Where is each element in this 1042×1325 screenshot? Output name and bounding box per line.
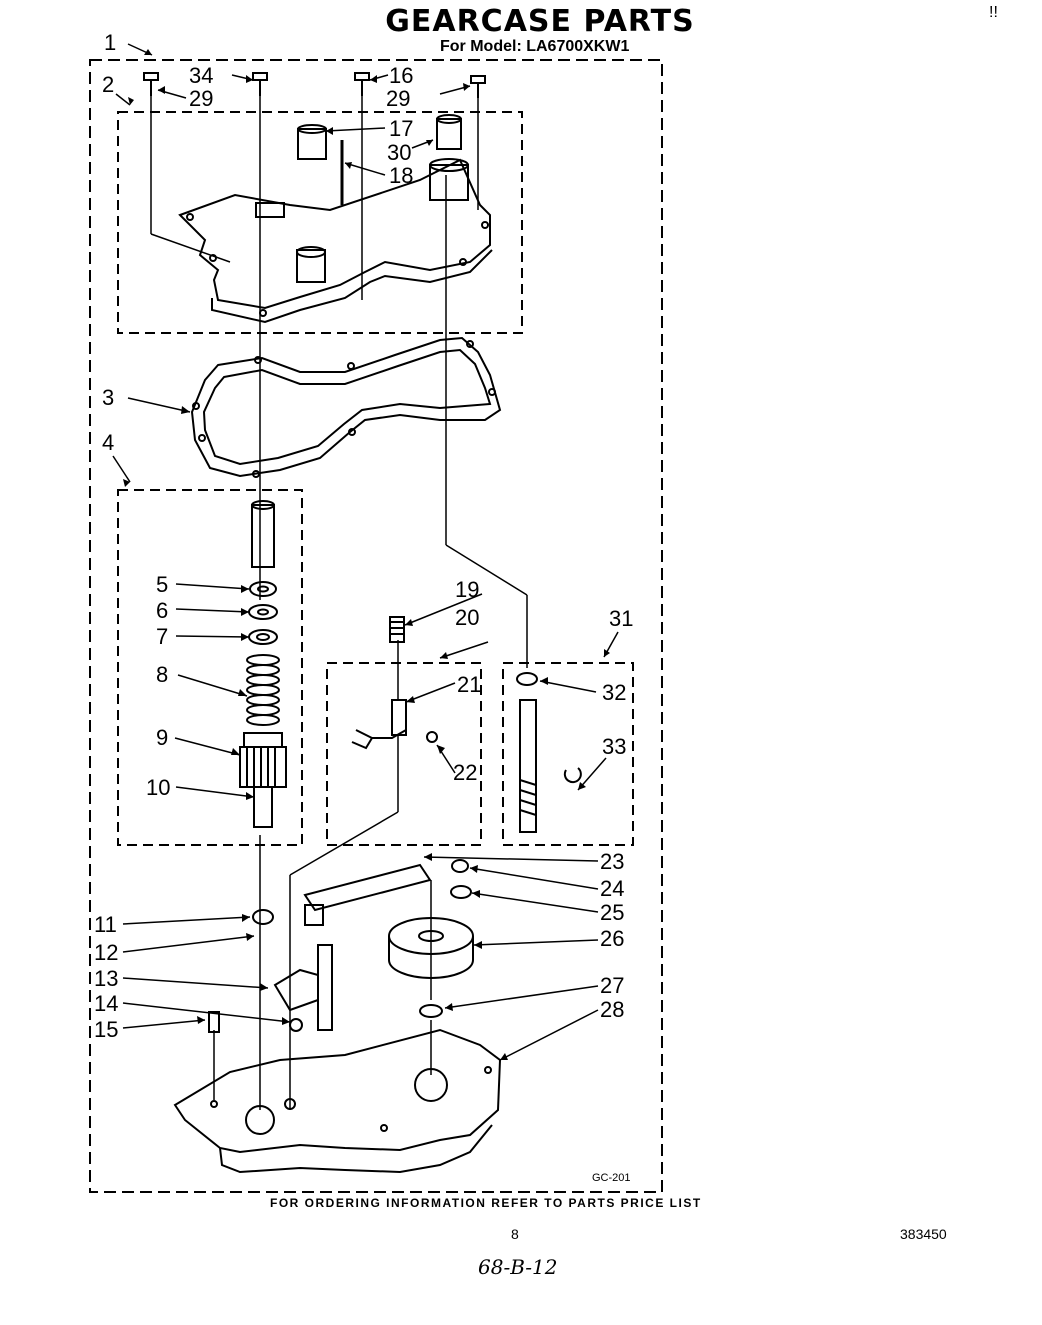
- assembly-boundary-31: [502, 662, 634, 846]
- assembly-boundary-2: [117, 111, 523, 334]
- callout-9: 9: [156, 725, 168, 750]
- pinion-gear-icon: [239, 732, 287, 828]
- assembly-boundary-20: [326, 662, 482, 846]
- callout-33: 33: [602, 734, 626, 759]
- callout-27: 27: [600, 973, 624, 998]
- callout-24: 24: [600, 876, 624, 901]
- callout-25: 25: [600, 900, 624, 925]
- callout-2: 2: [102, 72, 114, 97]
- callout-34: 34: [189, 63, 213, 88]
- callout-26: 26: [600, 926, 624, 951]
- callout-10: 10: [146, 775, 170, 800]
- callout-7: 7: [156, 624, 168, 649]
- callout-28: 28: [600, 997, 624, 1022]
- spring-icon: [389, 616, 405, 643]
- callout-15: 15: [94, 1017, 118, 1042]
- corner-mark: !!: [989, 4, 998, 21]
- shaft-icon: [251, 500, 275, 568]
- callout-12: 12: [94, 940, 118, 965]
- model-subtitle: For Model: LA6700XKW1: [440, 38, 630, 55]
- gasket-icon: [190, 336, 502, 478]
- callout-21: 21: [457, 672, 481, 697]
- drawing-code: GC-201: [592, 1172, 631, 1184]
- gearcase-icon: [173, 1028, 502, 1174]
- document-number: 383450: [900, 1226, 947, 1242]
- drive-gear-icon: [388, 917, 474, 979]
- callout-17: 17: [389, 116, 413, 141]
- callout-29a: 29: [189, 86, 213, 111]
- callout-3: 3: [102, 385, 114, 410]
- callout-6: 6: [156, 598, 168, 623]
- callout-13: 13: [94, 966, 118, 991]
- callout-23: 23: [600, 849, 624, 874]
- shifter-fork-icon: [351, 699, 438, 750]
- dowel-pin-icon: [208, 1011, 220, 1033]
- callout-4: 4: [102, 430, 114, 455]
- retaining-ring-icon: [563, 767, 582, 784]
- callout-14: 14: [94, 991, 118, 1016]
- callout-31: 31: [609, 606, 633, 631]
- washer-icon: [516, 672, 538, 686]
- page-number: 8: [511, 1226, 519, 1242]
- assembly-boundary-4: [117, 489, 303, 846]
- callout-1: 1: [104, 30, 116, 55]
- ordering-note: FOR ORDERING INFORMATION REFER TO PARTS …: [270, 1196, 702, 1210]
- callout-19: 19: [455, 577, 479, 602]
- gearcase-cover-icon: [178, 158, 493, 324]
- handwritten-note: 68-B-12: [478, 1255, 558, 1279]
- callout-20: 20: [455, 605, 479, 630]
- assembly-boundary-1: [89, 59, 663, 1193]
- callout-16: 16: [389, 63, 413, 88]
- worm-shaft-icon: [519, 699, 537, 833]
- screw-icon: [143, 72, 486, 98]
- washer-icon: [248, 581, 278, 645]
- agitator-crank-icon: [273, 944, 333, 1032]
- page-title: GEARCASE PARTS: [385, 4, 695, 39]
- washer-icon: [252, 859, 472, 1018]
- callout-5: 5: [156, 572, 168, 597]
- callout-18: 18: [389, 163, 413, 188]
- callout-30: 30: [387, 140, 411, 165]
- callout-22: 22: [453, 760, 477, 785]
- callout-32: 32: [602, 680, 626, 705]
- callout-8: 8: [156, 662, 168, 687]
- spring-icon: [246, 654, 280, 726]
- callout-29b: 29: [386, 86, 410, 111]
- drive-link-icon: [303, 863, 432, 926]
- callout-11: 11: [94, 912, 117, 937]
- bushing-icon: [297, 114, 462, 160]
